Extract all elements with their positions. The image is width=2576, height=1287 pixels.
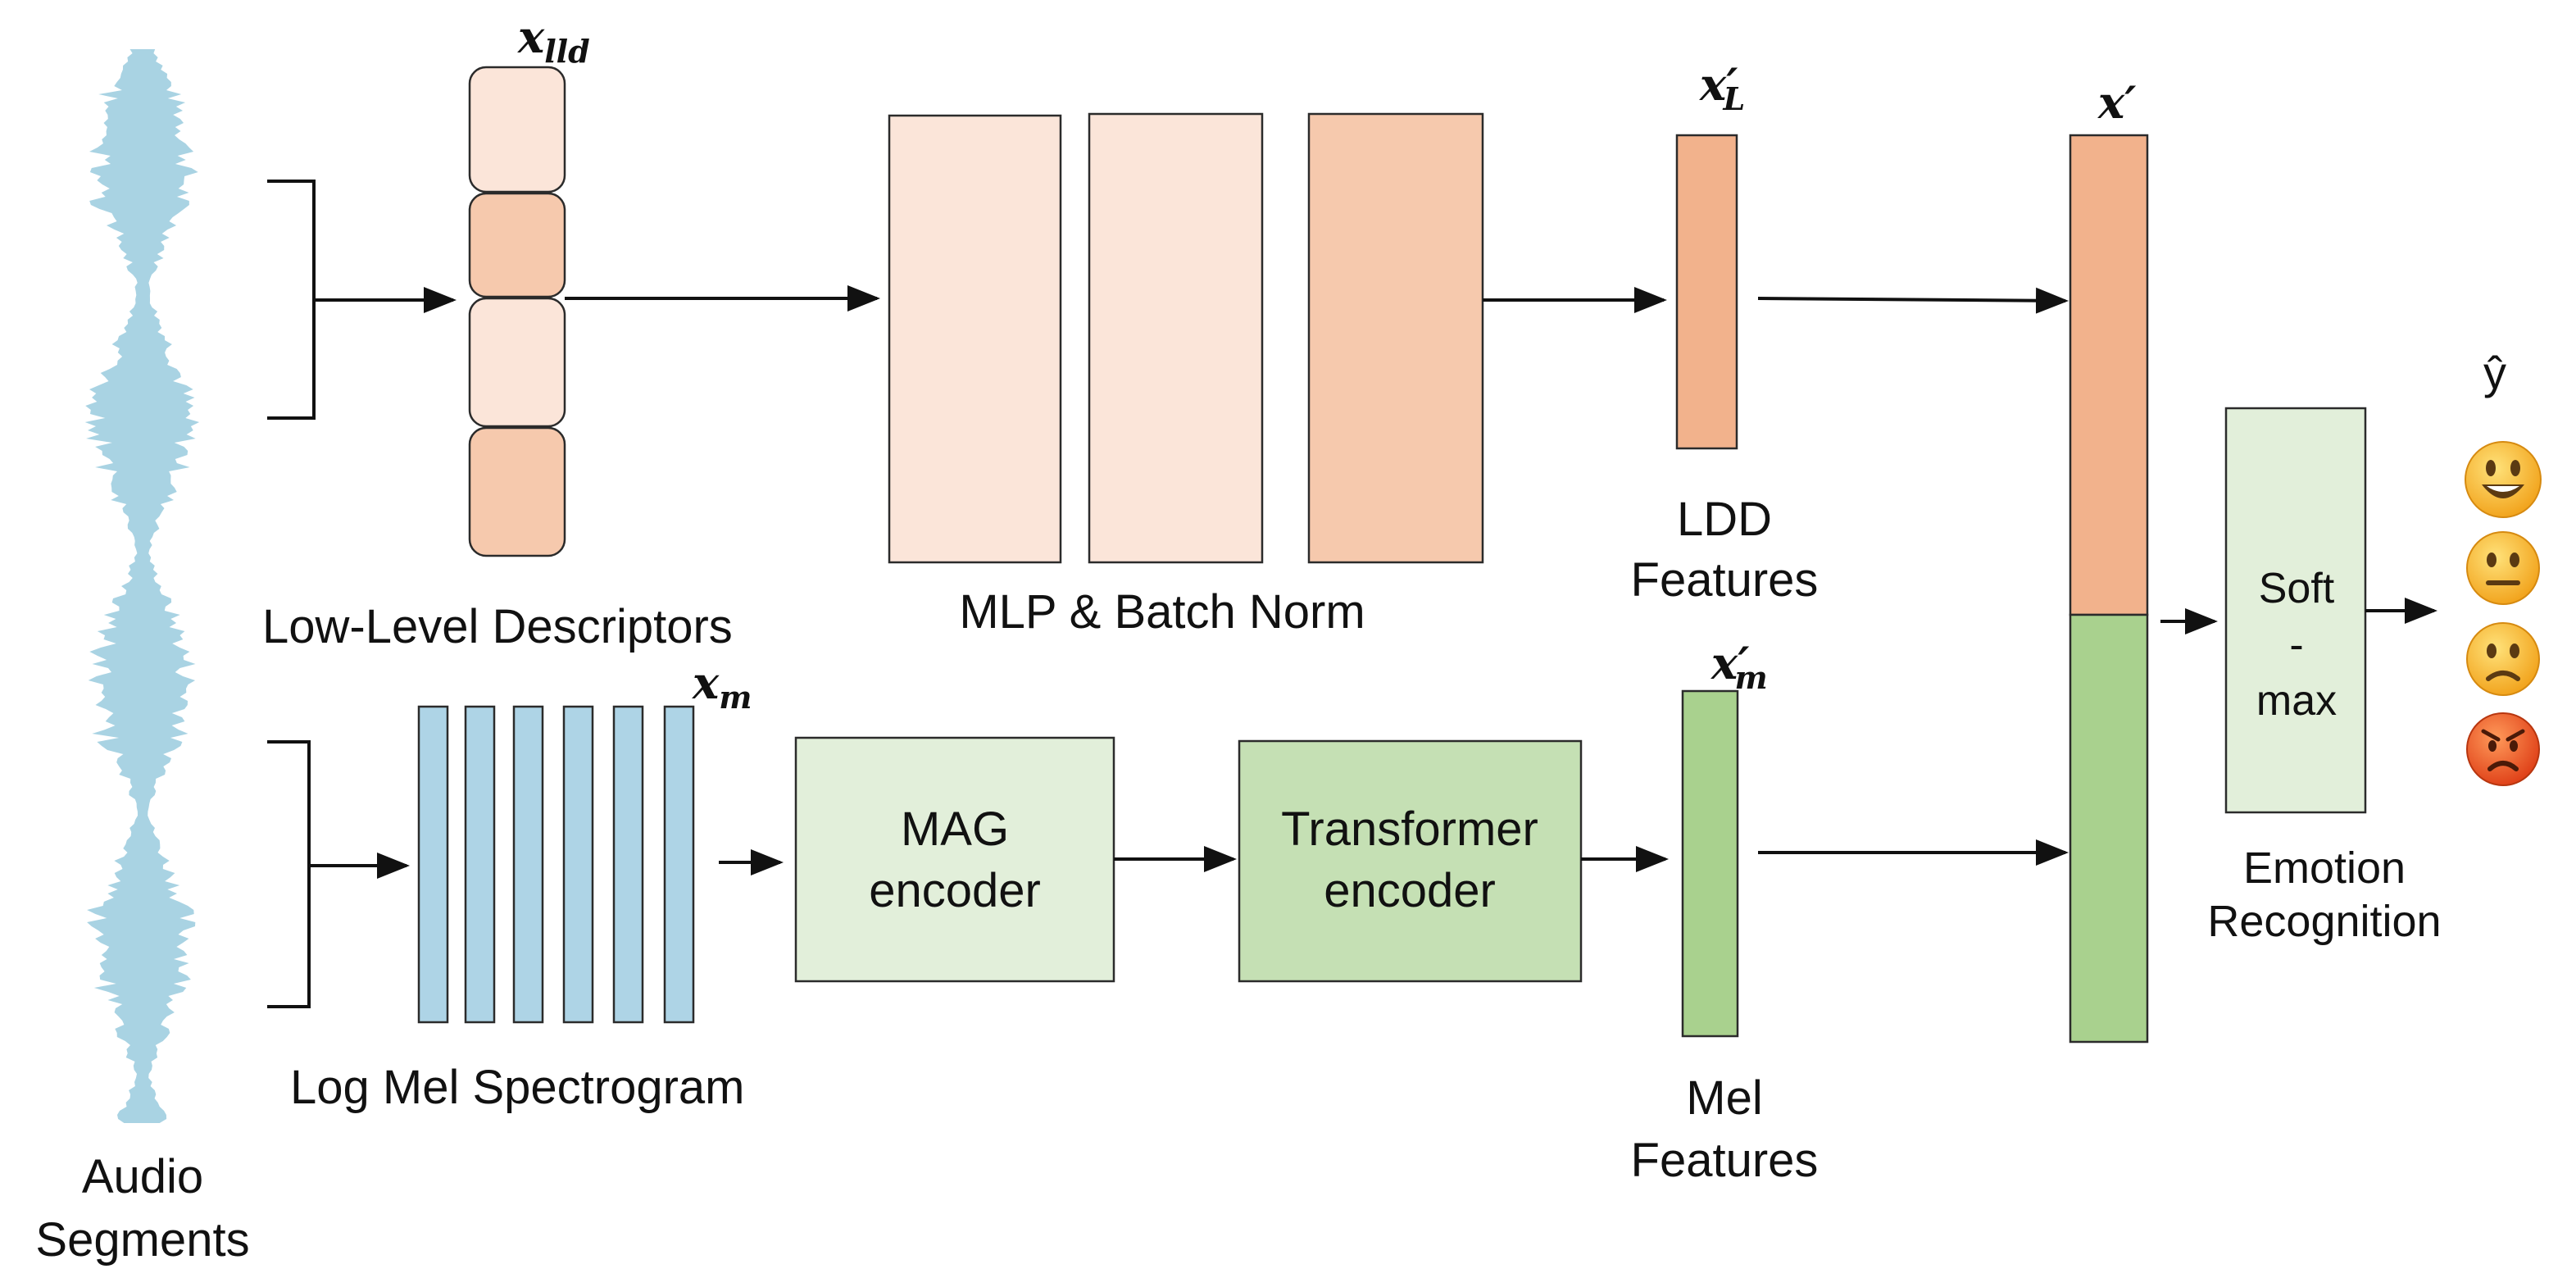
x-m-prime-label: x′m: [1711, 637, 1768, 696]
ldd-feature-vector: [1675, 134, 1738, 450]
lld-cell-3: [468, 297, 566, 428]
softmax-label-line1: Soft: [2259, 565, 2335, 612]
lld-input-bracket: [267, 180, 316, 420]
mel-features-label-line2: Features: [1631, 1134, 1819, 1187]
spectrogram-bar-6: [663, 705, 695, 1024]
mlp-batch-norm-label: MLP & Batch Norm: [959, 585, 1365, 639]
concat-vector-mel-part: [2069, 613, 2149, 1044]
log-mel-spectrogram-bars: [417, 705, 695, 1024]
audio-segments-label-line1: Audio: [82, 1150, 203, 1203]
mlp-block-3: [1307, 112, 1484, 564]
concat-vector-ldd-part: [2069, 134, 2149, 616]
softmax-label-line2: -: [2289, 621, 2303, 669]
happy-emoji-icon: [2465, 441, 2542, 518]
flow-arrows: [309, 285, 2437, 879]
emotion-recognition-label-line2: Recognition: [2207, 897, 2441, 946]
spectrogram-bar-5: [612, 705, 644, 1024]
mag-encoder-label-line2: encoder: [869, 864, 1041, 917]
mlp-block-2: [1088, 112, 1264, 564]
transformer-encoder-block: [1238, 739, 1583, 983]
x-prime-label: x′: [2097, 76, 2136, 129]
mel-feature-vector: [1681, 689, 1739, 1038]
log-mel-spectrogram-label: Log Mel Spectrogram: [290, 1061, 744, 1114]
emotion-recognition-label-line1: Emotion: [2243, 844, 2406, 893]
mel-input-bracket: [267, 740, 311, 1008]
transformer-encoder-label-line2: encoder: [1324, 864, 1496, 917]
mlp-batch-norm-blocks: [888, 112, 1484, 564]
x-m-label: xm: [692, 657, 752, 716]
ldd-features-label-line1: LDD: [1677, 493, 1772, 546]
spectrogram-bar-4: [562, 705, 594, 1024]
mel-features-label-line1: Mel: [1686, 1071, 1762, 1125]
transformer-encoder-label-line1: Transformer: [1281, 803, 1538, 856]
neutral-emoji-icon: [2466, 531, 2540, 605]
angry-emoji-icon: [2466, 712, 2540, 786]
y-hat-label: ŷ: [2483, 347, 2506, 398]
x-L-prime-label: x′L: [1699, 58, 1745, 117]
softmax-label-line3: max: [2256, 677, 2337, 725]
spectrogram-bar-3: [512, 705, 544, 1024]
lld-cell-4: [468, 426, 566, 557]
softmax-block: [2224, 407, 2367, 814]
audio-waveform: [84, 49, 200, 1123]
spectrogram-bar-2: [464, 705, 496, 1024]
sad-emoji-icon: [2466, 622, 2540, 696]
arrow-ldd-to-concat: [1757, 287, 2069, 314]
low-level-descriptors-label: Low-Level Descriptors: [262, 600, 733, 653]
low-level-descriptor-stack: [468, 66, 566, 557]
lld-cell-1: [468, 66, 566, 193]
mlp-block-1: [888, 114, 1062, 564]
audio-segments-label-line2: Segments: [35, 1213, 249, 1267]
ldd-features-label-line2: Features: [1631, 553, 1819, 607]
x-lld-label: xlld: [517, 11, 590, 70]
lld-cell-2: [468, 192, 566, 298]
mag-encoder-block: [794, 736, 1115, 983]
mag-encoder-label-line1: MAG: [901, 803, 1009, 856]
spectrogram-bar-1: [417, 705, 449, 1024]
